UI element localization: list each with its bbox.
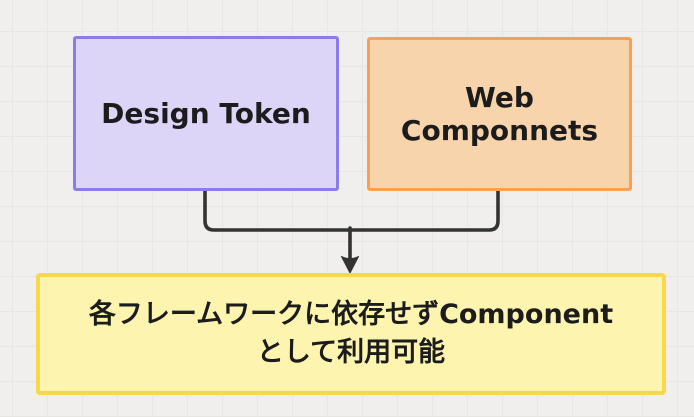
node-result-label-line1: 各フレームワークに依存せずComponent	[88, 299, 614, 330]
node-result-label-line2: として利用可能	[256, 337, 446, 368]
node-design-token[interactable]: Design Token	[73, 36, 339, 191]
node-web-components-label: Web Componnets	[400, 81, 599, 147]
connector-u-path	[203, 186, 500, 232]
node-result[interactable]: 各フレームワークに依存せずComponent として利用可能	[36, 273, 666, 395]
node-design-token-label: Design Token	[101, 97, 311, 130]
node-web-components[interactable]: Web Componnets	[367, 37, 632, 191]
arrowhead-icon	[341, 256, 359, 274]
connector-lines	[203, 186, 500, 261]
